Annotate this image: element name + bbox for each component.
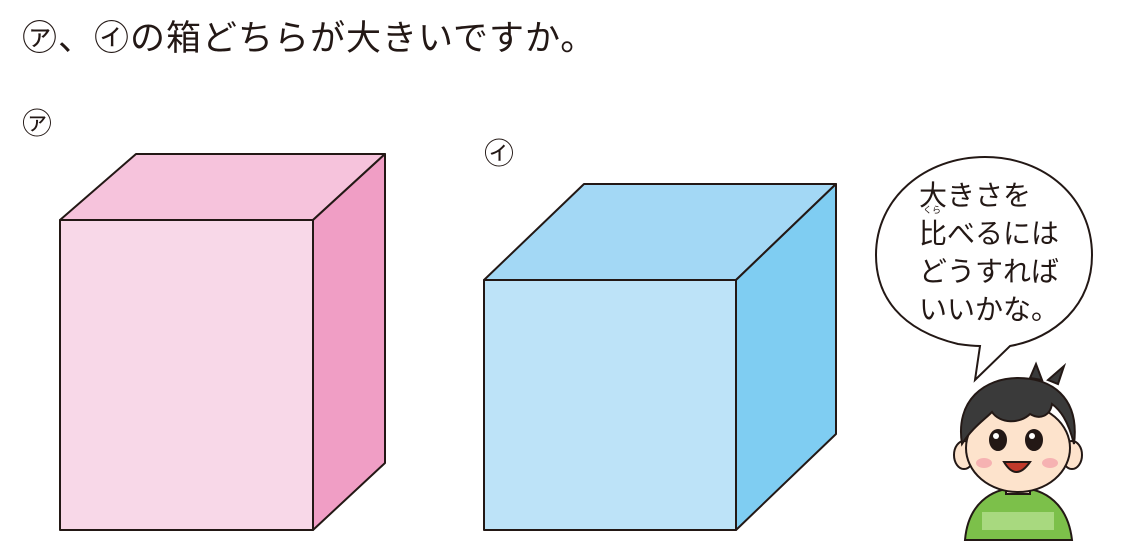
box-i [483, 183, 837, 531]
box-i-front [483, 279, 737, 531]
bubble-line-4: いいかな。 [919, 293, 1060, 326]
box-a-label: ㋐ [22, 107, 52, 142]
question-text: ㋐、㋑の箱どちらが大きいですか。 [22, 19, 597, 59]
boy-icon [953, 361, 1083, 541]
bubble-line-2-rest: べるには [947, 217, 1060, 250]
box-a [59, 153, 386, 531]
bubble-kanji: 比 [919, 217, 948, 250]
speech-bubble [874, 155, 1094, 383]
box-a-side [312, 153, 386, 531]
bubble-ruby: くら [923, 206, 942, 216]
bubble-line-3: どうすれば [919, 255, 1060, 288]
box-i-label: ㋑ [484, 137, 514, 172]
box-a-front [59, 219, 314, 531]
bubble-line-2: くら比べるには [919, 207, 1060, 253]
speech-bubble-text: 大きさを くら比べるには どうすれば いいかな。 [919, 177, 1059, 329]
bubble-line-1: 大きさを [919, 179, 1032, 212]
